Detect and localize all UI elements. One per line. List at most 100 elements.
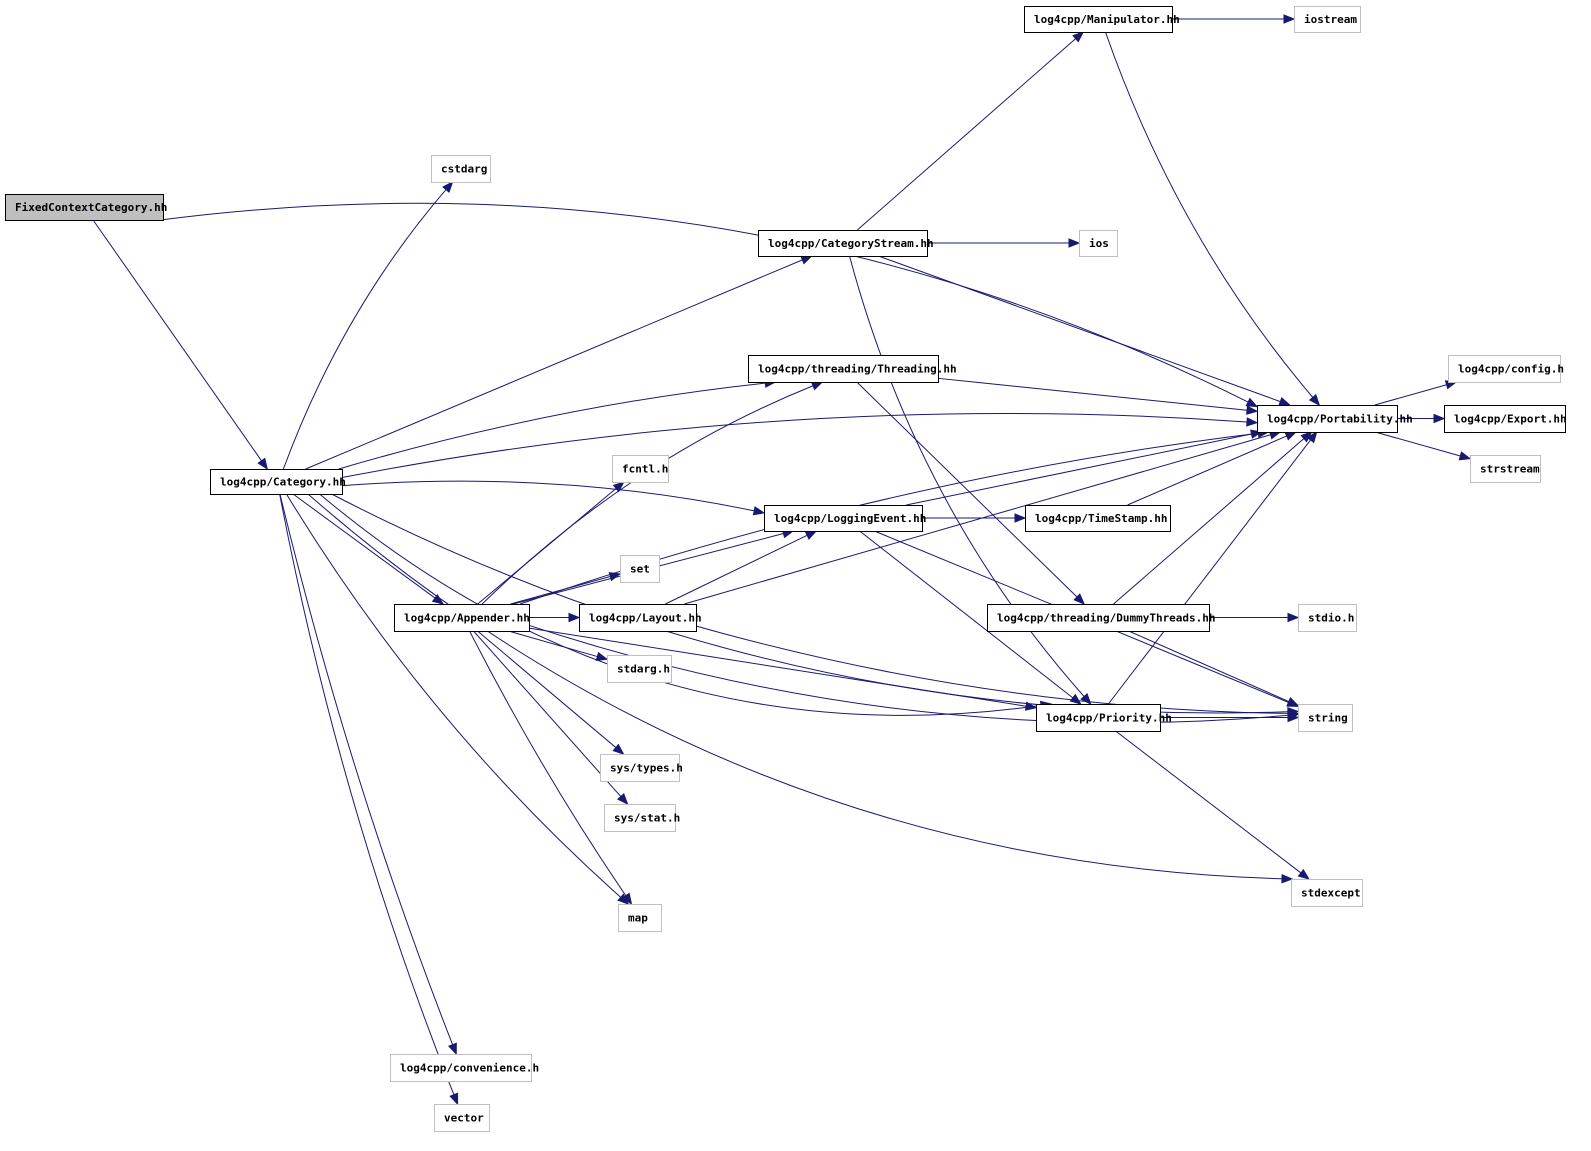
edge-category-to-loggingevent [341, 480, 755, 512]
edge-catstream-to-priority [849, 255, 1085, 697]
edge-appender-to-set [510, 576, 611, 605]
node-export[interactable]: log4cpp/Export.hh [1444, 405, 1567, 433]
arrowhead-icon [616, 793, 629, 806]
node-box [1298, 704, 1353, 732]
node-catstream[interactable]: log4cpp/CategoryStream.hh [758, 230, 934, 257]
node-label: stdarg.h [617, 663, 670, 676]
node-label: cstdarg [441, 163, 487, 176]
node-dummythreads[interactable]: log4cpp/threading/DummyThreads.hh [987, 604, 1216, 632]
edge-loggingevent-to-portability [906, 433, 1252, 506]
node-box [620, 555, 660, 583]
node-label: log4cpp/Manipulator.hh [1034, 13, 1180, 26]
edge-manip-to-portability [1104, 31, 1314, 398]
node-box [1448, 355, 1561, 383]
arrowhead-icon [1246, 417, 1259, 427]
node-label: log4cpp/Layout.hh [589, 612, 702, 625]
arrowhead-icon [1458, 451, 1472, 461]
node-appender[interactable]: log4cpp/Appender.hh [394, 604, 530, 632]
arrowhead-icon [1281, 873, 1294, 884]
node-box [748, 355, 939, 383]
node-manip[interactable]: log4cpp/Manipulator.hh [1024, 6, 1180, 33]
node-box [434, 1104, 490, 1132]
node-timestamp[interactable]: log4cpp/TimeStamp.hh [1025, 505, 1171, 532]
arrowhead-icon [612, 743, 625, 755]
edge-timestamp-to-portability [1127, 435, 1287, 506]
arrowhead-icon [1068, 238, 1081, 248]
node-box [758, 230, 928, 257]
node-vector: vector [434, 1104, 490, 1132]
node-systypes: sys/types.h [600, 754, 683, 782]
arrowhead-icon [449, 1092, 459, 1106]
arrowhead-icon [1014, 513, 1027, 523]
node-label: stdexcept [1301, 887, 1361, 900]
node-label: log4cpp/threading/DummyThreads.hh [997, 612, 1216, 625]
arrowhead-icon [1278, 396, 1291, 406]
node-label: FixedContextCategory.hh [15, 201, 167, 214]
edge-category-to-map [285, 493, 622, 898]
node-box [1294, 6, 1361, 33]
node-box [987, 604, 1210, 632]
edge-category-to-stdexcept [307, 493, 1283, 880]
node-cstdarg: cstdarg [431, 155, 491, 183]
node-string: string [1298, 704, 1353, 732]
node-box [579, 604, 697, 632]
node-threading[interactable]: log4cpp/threading/Threading.hh [748, 355, 957, 383]
edge-category-to-threading [338, 382, 766, 470]
node-label: iostream [1304, 13, 1357, 26]
node-label: log4cpp/config.h [1458, 363, 1564, 376]
arrowhead-icon [1308, 393, 1321, 407]
node-box [394, 604, 530, 632]
edge-appender-to-map [469, 630, 627, 897]
node-priority[interactable]: log4cpp/Priority.hh [1036, 704, 1172, 732]
node-strstream: strstream [1470, 455, 1541, 483]
edge-appender-to-priority [528, 627, 1027, 707]
arrowhead-icon [1024, 701, 1038, 711]
arrowhead-icon [431, 593, 445, 605]
node-stdarg: stdarg.h [607, 655, 672, 683]
node-portability[interactable]: log4cpp/Portability.hh [1257, 405, 1413, 433]
arrowhead-icon [612, 481, 625, 493]
node-layout[interactable]: log4cpp/Layout.hh [579, 604, 702, 632]
node-label: strstream [1480, 463, 1540, 476]
node-sysstat: sys/stat.h [604, 804, 680, 832]
edge-category-to-vector [279, 493, 455, 1095]
node-root[interactable]: FixedContextCategory.hh [5, 194, 168, 221]
edge-dummythreads-to-portability [1113, 438, 1305, 605]
node-box [1079, 230, 1118, 257]
edge-threading-to-dummythreads [856, 381, 1078, 598]
node-label: log4cpp/TimeStamp.hh [1035, 512, 1167, 525]
node-label: vector [444, 1112, 484, 1125]
edge-appender-to-systypes [477, 630, 617, 748]
arrowhead-icon [1245, 397, 1259, 408]
arrowhead-icon [608, 572, 622, 582]
node-box [764, 505, 923, 532]
edge-appender-to-stdarg [508, 630, 598, 658]
node-category[interactable]: log4cpp/Category.hh [210, 469, 346, 495]
node-label: string [1308, 712, 1348, 725]
edge-priority-to-stdexcept [1115, 730, 1302, 874]
node-box [612, 455, 669, 483]
node-box [1024, 6, 1173, 33]
arrowhead-icon [257, 457, 269, 471]
arrowhead-icon [1246, 405, 1259, 415]
edge-root-to-portability [160, 202, 1249, 403]
edge-catstream-to-portability [878, 255, 1281, 403]
edge-catstream-to-manip [856, 38, 1076, 231]
arrowhead-icon [1287, 612, 1300, 623]
node-loggingevent[interactable]: log4cpp/LoggingEvent.hh [764, 505, 927, 532]
node-label: fcntl.h [622, 463, 668, 476]
node-box [600, 754, 680, 782]
node-fcntl: fcntl.h [612, 455, 669, 483]
arrowhead-icon [1297, 868, 1310, 880]
arrowhead-icon [442, 180, 454, 194]
edge-category-to-appender [292, 493, 436, 599]
arrowhead-icon [595, 651, 609, 661]
arrowhead-icon [1069, 693, 1082, 705]
edge-layout-to-portability [684, 434, 1271, 605]
node-box [210, 469, 343, 495]
node-box [1298, 604, 1357, 632]
node-label: log4cpp/Portability.hh [1267, 413, 1413, 426]
node-box [1444, 405, 1566, 433]
node-label: sys/stat.h [614, 812, 680, 825]
